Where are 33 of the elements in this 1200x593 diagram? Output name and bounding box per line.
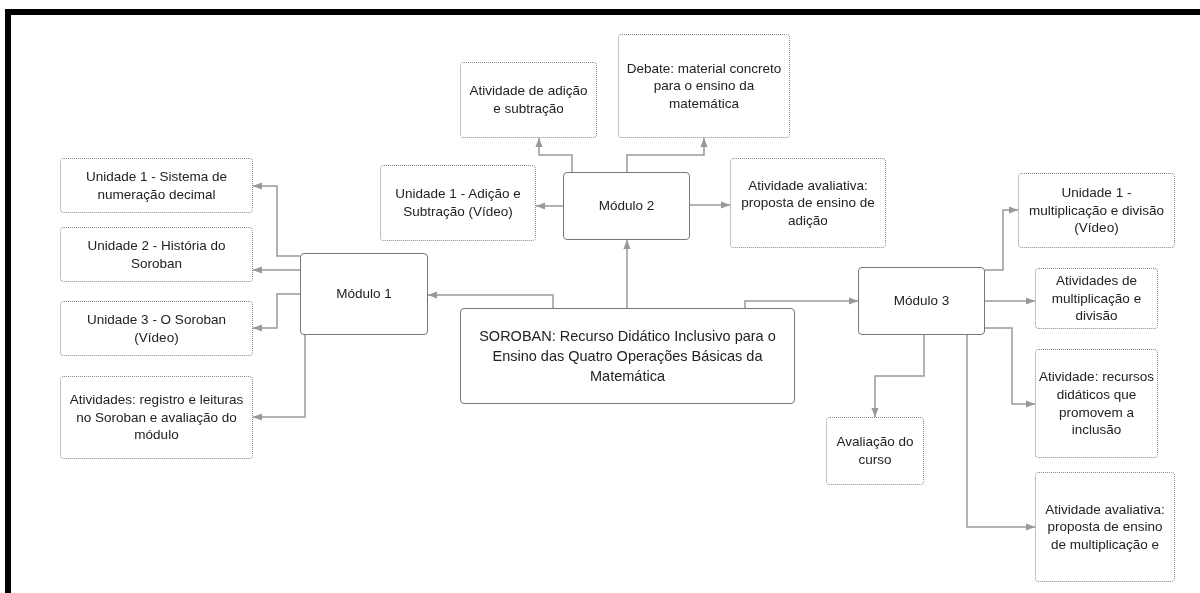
module-box: Módulo 1 — [300, 253, 428, 335]
arrow — [966, 334, 1036, 531]
arrow — [252, 334, 306, 421]
activity-box: Unidade 2 - História do Soroban — [60, 227, 253, 282]
activity-box: Atividade avaliativa: proposta de ensino de adição — [730, 158, 886, 248]
activity-box: Unidade 1 - multiplicação e divisão (Vídeo) — [1018, 173, 1175, 248]
arrow — [252, 266, 301, 274]
activity-box: Avaliação do curso — [826, 417, 924, 485]
activity-box: Atividade de adição e subtração — [460, 62, 597, 138]
activity-box: Debate: material concreto para o ensino da matemática — [618, 34, 790, 138]
arrow — [252, 182, 301, 257]
arrow — [535, 202, 564, 210]
arrow — [984, 297, 1036, 305]
activity-box: Atividade avaliativa: proposta de ensino de multiplicação e — [1035, 472, 1175, 582]
arrow — [689, 201, 731, 209]
arrow — [535, 137, 573, 173]
arrow — [984, 206, 1019, 271]
activity-box: Unidade 1 - Adição e Subtração (Vídeo) — [380, 165, 536, 241]
arrow — [871, 334, 925, 418]
activity-box: Unidade 3 - O Soroban (Vídeo) — [60, 301, 253, 356]
arrow — [744, 297, 859, 309]
arrow — [623, 239, 631, 309]
activity-box: Atividades de multiplicação e divisão — [1035, 268, 1158, 329]
module-box: Módulo 3 — [858, 267, 985, 335]
activity-box: Unidade 1 - Sistema de numeração decimal — [60, 158, 253, 213]
activity-box: Atividade: recursos didáticos que promovem a inclusão — [1035, 349, 1158, 458]
arrow — [252, 293, 301, 332]
arrow — [626, 137, 708, 173]
activity-box: Atividades: registro e leituras no Soroban e avaliação do módulo — [60, 376, 253, 459]
arrow — [427, 291, 554, 309]
arrow — [984, 327, 1036, 408]
module-box: Módulo 2 — [563, 172, 690, 240]
title-box: SOROBAN: Recurso Didático Inclusivo para o Ensino das Quatro Operações Básicas da Matemática — [460, 308, 795, 404]
